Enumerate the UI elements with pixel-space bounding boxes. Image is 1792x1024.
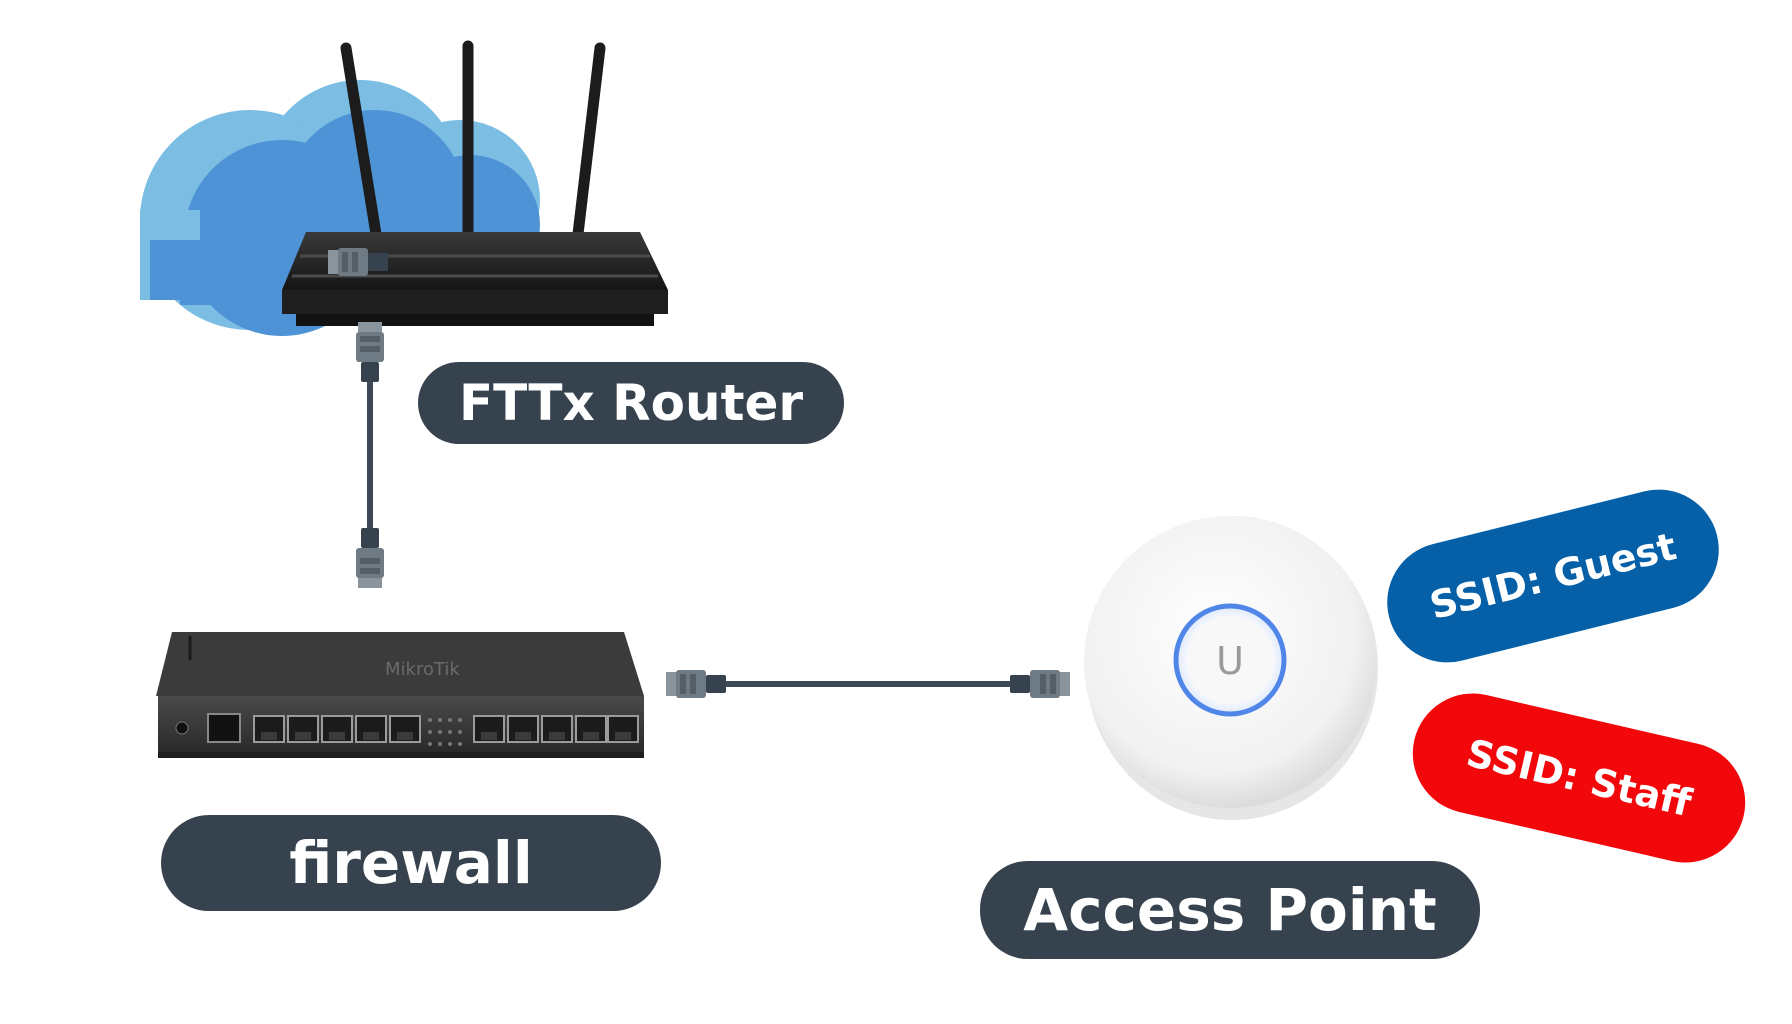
wifi-router-icon — [282, 40, 668, 326]
ceiling-access-point-icon: U — [1084, 516, 1378, 820]
firewall-label: firewall — [161, 815, 661, 911]
ap-logo: U — [1216, 639, 1244, 683]
router-label: FTTx Router — [418, 362, 844, 444]
rj45-connector-icon — [356, 322, 384, 382]
firewall-ap-cable — [666, 670, 1070, 698]
rj45-connector-icon — [1010, 670, 1070, 698]
router-firewall-cable — [356, 322, 384, 588]
firewall-brand-text: MikroTik — [385, 659, 460, 680]
rj45-connector-icon — [666, 670, 726, 698]
rack-firewall-icon: MikroTik — [156, 632, 644, 758]
access-point-label: Access Point — [980, 861, 1480, 959]
rj45-connector-icon — [356, 528, 384, 588]
